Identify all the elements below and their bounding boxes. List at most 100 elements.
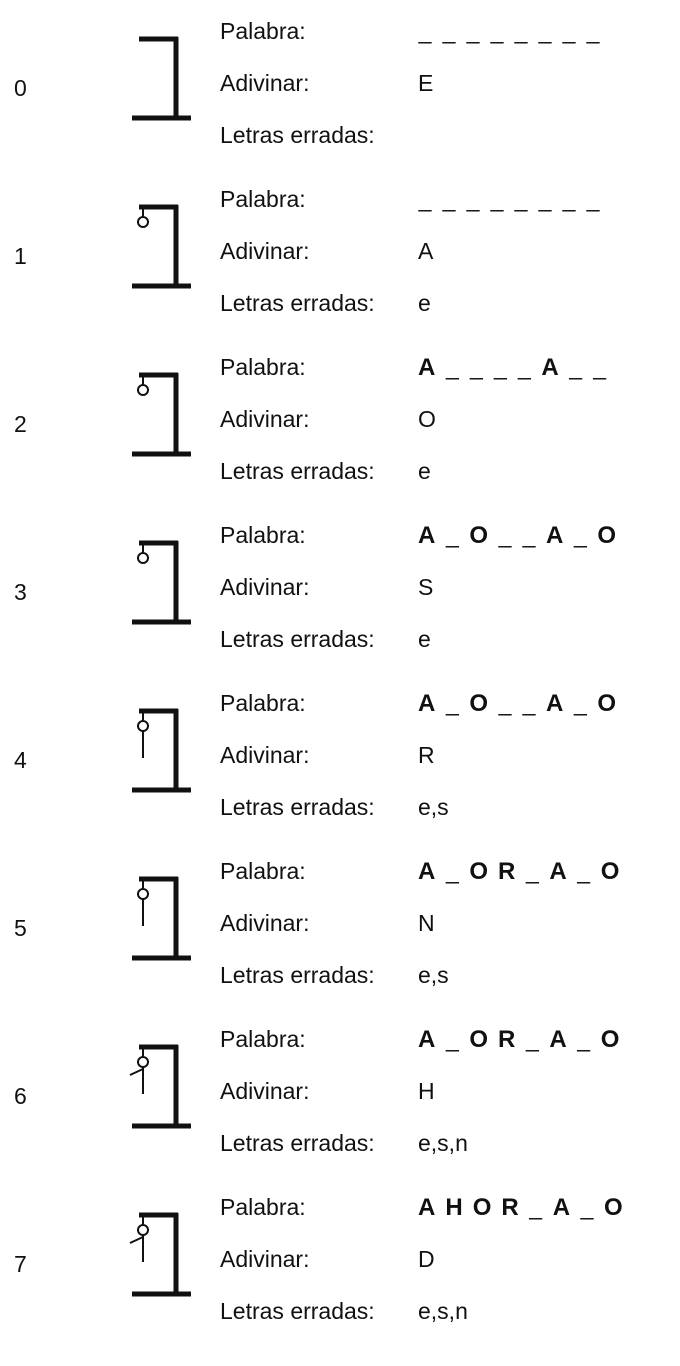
word-blank: _ xyxy=(445,354,459,380)
guess-value: A xyxy=(418,238,434,264)
word-blank: _ xyxy=(498,690,512,716)
word-letter: O xyxy=(597,690,617,717)
word-blank: _ xyxy=(573,690,587,716)
gallows-icon xyxy=(132,540,191,625)
word-blank: _ xyxy=(529,1194,543,1220)
word-label: Palabra: xyxy=(220,18,306,44)
wrong-letters-label: Letras erradas: xyxy=(220,1130,375,1156)
wrong-letters-value: e xyxy=(418,458,431,484)
wrong-letters-label: Letras erradas: xyxy=(220,1298,375,1324)
wrong-letters-value: e xyxy=(418,290,431,316)
word-value: ________ xyxy=(418,185,610,213)
word-blank: _ xyxy=(490,186,504,212)
word-label: Palabra: xyxy=(220,522,306,548)
guess-label: Adivinar: xyxy=(220,574,310,600)
hangman-head-icon xyxy=(137,552,149,564)
wrong-letters-label: Letras erradas: xyxy=(220,962,375,988)
word-label: Palabra: xyxy=(220,354,306,380)
word-blank: _ xyxy=(573,522,587,548)
word-letter: A xyxy=(418,1026,436,1053)
step-number: 7 xyxy=(14,1251,27,1277)
word-label: Palabra: xyxy=(220,1026,306,1052)
hangman-arm xyxy=(129,1068,144,1076)
word-blank: _ xyxy=(586,186,600,212)
word-letter: A xyxy=(549,1026,567,1053)
word-letter: O xyxy=(469,522,489,549)
word-blank: _ xyxy=(580,1194,594,1220)
wrong-letters-value: e,s xyxy=(418,794,449,820)
word-blank: _ xyxy=(577,1026,591,1052)
wrong-letters-value: e,s,n xyxy=(418,1130,468,1156)
guess-value: E xyxy=(418,70,434,96)
hangman-head-icon xyxy=(137,720,149,732)
guess-value: H xyxy=(418,1078,435,1104)
word-value: A_O__A_O xyxy=(418,521,626,550)
gallows-icon xyxy=(132,204,191,289)
word-blank: _ xyxy=(593,354,607,380)
word-letter: O xyxy=(469,858,489,885)
hangman-head-icon xyxy=(137,1224,149,1236)
word-blank: _ xyxy=(418,18,432,44)
wrong-letters-label: Letras erradas: xyxy=(220,794,375,820)
step-number: 5 xyxy=(14,915,27,941)
word-letter: A xyxy=(418,858,436,885)
step-number: 0 xyxy=(14,75,27,101)
word-blank: _ xyxy=(577,858,591,884)
word-blank: _ xyxy=(466,18,480,44)
word-blank: _ xyxy=(522,522,536,548)
word-blank: _ xyxy=(522,690,536,716)
hangman-head-icon xyxy=(137,216,149,228)
step-number: 1 xyxy=(14,243,27,269)
gallows-icon xyxy=(132,708,191,793)
hangman-head-icon xyxy=(137,384,149,396)
word-letter: A xyxy=(552,1194,571,1221)
word-letter: A xyxy=(418,354,436,381)
word-blank: _ xyxy=(442,186,456,212)
word-letter: H xyxy=(445,1194,463,1221)
word-letter: O xyxy=(600,858,620,885)
word-label: Palabra: xyxy=(220,690,306,716)
word-letter: O xyxy=(600,1026,620,1053)
word-blank: _ xyxy=(445,522,459,548)
word-blank: _ xyxy=(538,18,552,44)
guess-label: Adivinar: xyxy=(220,742,310,768)
word-blank: _ xyxy=(538,186,552,212)
word-letter: O xyxy=(469,690,489,717)
word-letter: O xyxy=(472,1194,492,1221)
guess-label: Adivinar: xyxy=(220,910,310,936)
word-label: Palabra: xyxy=(220,1194,306,1220)
word-value: A_O__A_O xyxy=(418,689,626,718)
wrong-letters-label: Letras erradas: xyxy=(220,458,375,484)
word-blank: _ xyxy=(514,18,528,44)
gallows-icon xyxy=(129,1212,191,1297)
word-blank: _ xyxy=(493,354,507,380)
word-blank: _ xyxy=(514,186,528,212)
wrong-letters-value: e xyxy=(418,626,431,652)
step-number: 6 xyxy=(14,1083,27,1109)
word-letter: A xyxy=(541,354,559,381)
word-blank: _ xyxy=(445,1026,459,1052)
wrong-letters-value: e,s xyxy=(418,962,449,988)
word-letter: R xyxy=(498,1026,516,1053)
word-letter: R xyxy=(498,858,516,885)
word-blank: _ xyxy=(517,354,531,380)
guess-label: Adivinar: xyxy=(220,406,310,432)
hangman-head-icon xyxy=(137,1056,149,1068)
word-blank: _ xyxy=(466,186,480,212)
guess-label: Adivinar: xyxy=(220,1078,310,1104)
word-blank: _ xyxy=(490,18,504,44)
word-blank: _ xyxy=(569,354,583,380)
word-blank: _ xyxy=(498,522,512,548)
gallows-icon xyxy=(132,876,191,961)
word-letter: A xyxy=(418,522,436,549)
